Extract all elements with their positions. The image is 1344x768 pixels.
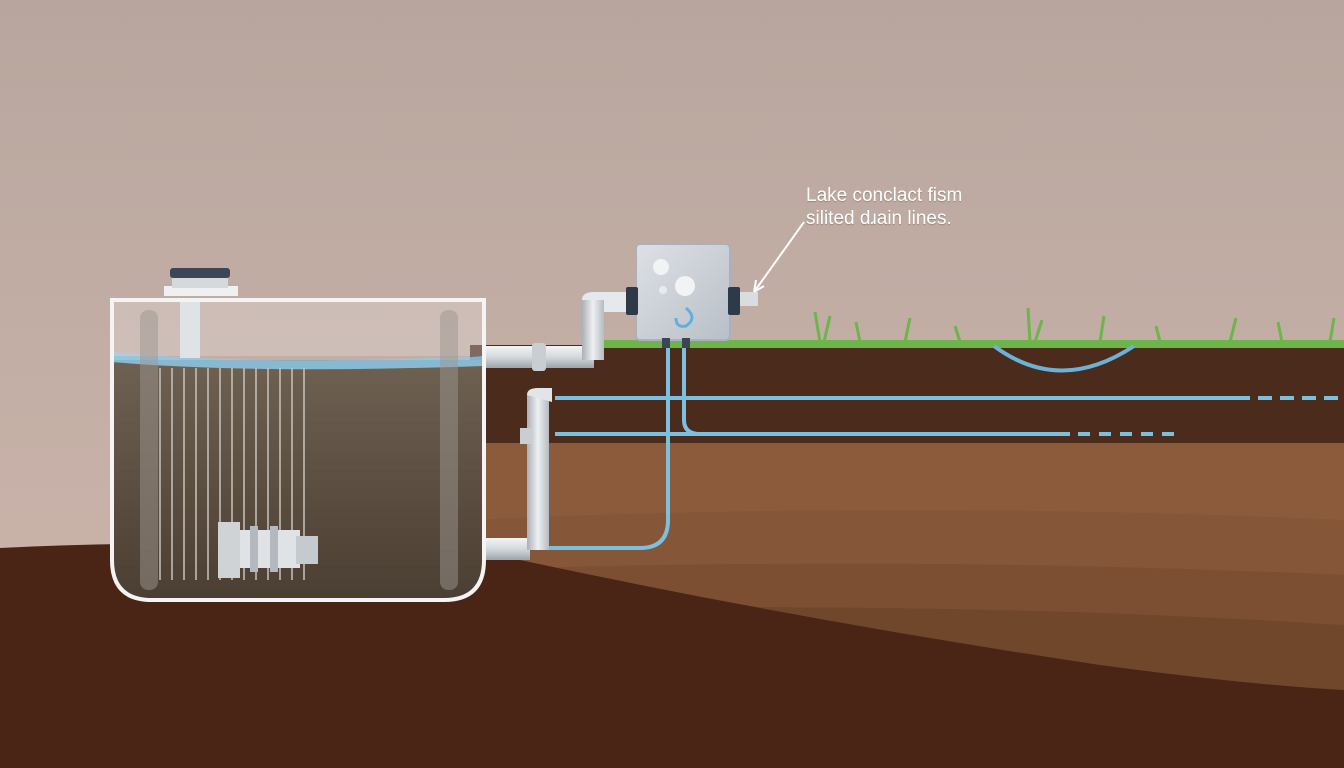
drain-lines xyxy=(545,346,1340,550)
grass-blades xyxy=(813,307,1336,343)
tank-water-surface xyxy=(112,352,484,370)
distribution-box-icon xyxy=(626,243,758,348)
tank-pump-fitting xyxy=(218,522,318,578)
tank-outline xyxy=(110,298,486,602)
callout-line-1: Lake conclact fism xyxy=(806,185,963,206)
tank-inner-pipe-right xyxy=(440,310,458,590)
tank-riser-pipe xyxy=(180,300,200,358)
topsoil-layer xyxy=(470,345,1344,443)
tank-inner-pipe-left xyxy=(140,310,158,590)
arrow-icon xyxy=(753,221,805,293)
surface-depression xyxy=(992,344,1136,373)
septic-tank xyxy=(110,298,486,602)
tank-cap-icon xyxy=(164,268,238,296)
grass-strip xyxy=(598,340,1344,348)
callout-label: Lake conclact fism silited dɹain lines. xyxy=(806,184,1066,230)
callout-line-2: silited dɹain lines. xyxy=(806,208,952,229)
outlet-pipe xyxy=(484,292,630,371)
